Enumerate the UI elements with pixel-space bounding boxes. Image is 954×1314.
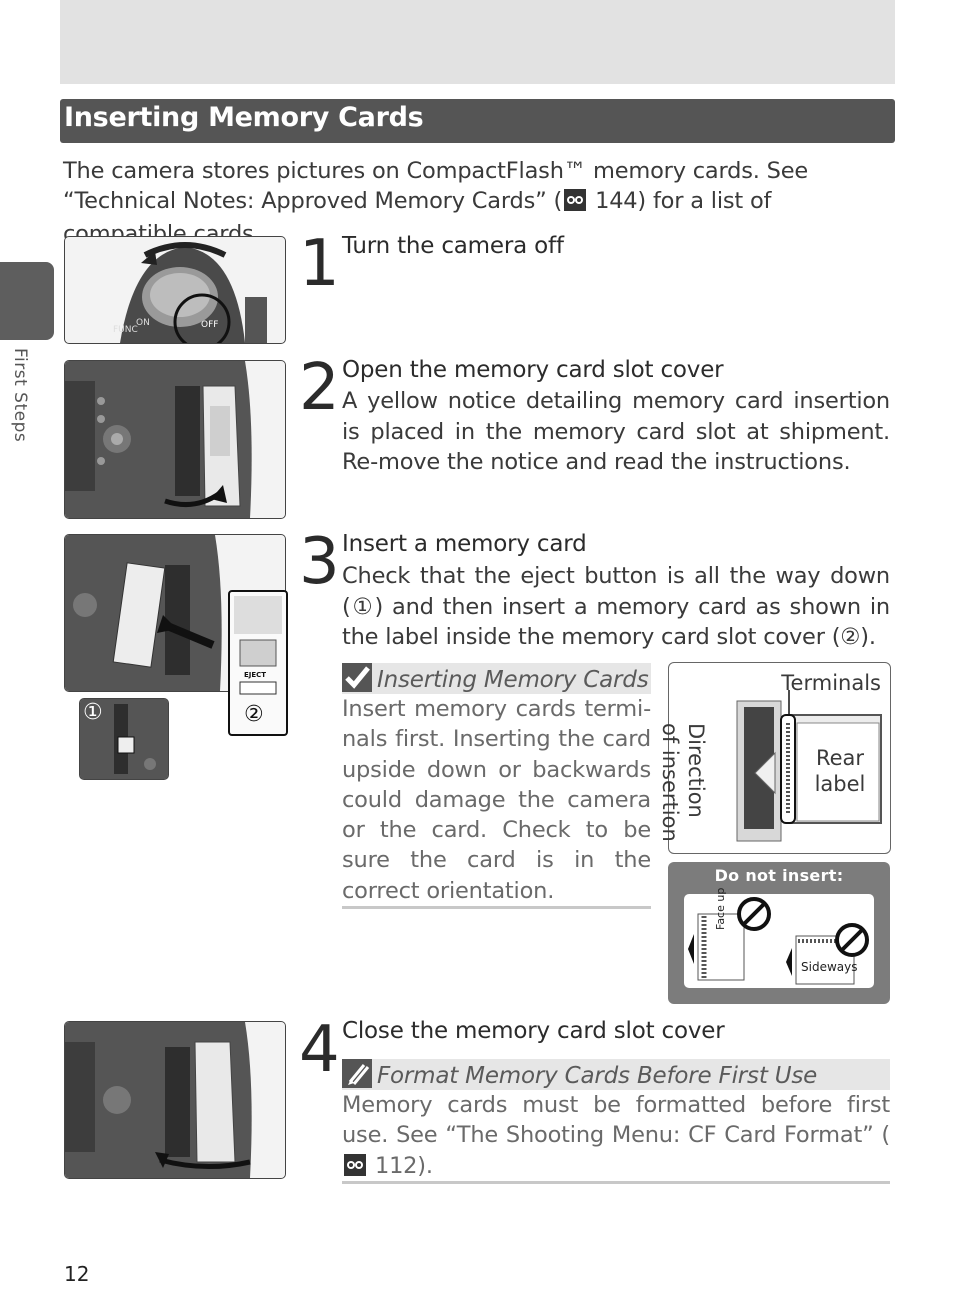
intro-paragraph: The camera stores pictures on CompactFla… (63, 156, 893, 249)
rear-label-text: Rear label (809, 745, 871, 797)
pencil-icon (342, 1059, 372, 1088)
face-up-label: Face up (714, 887, 727, 930)
note-inserting-title: Inserting Memory Cards (377, 667, 649, 693)
marker-1: ① (83, 700, 103, 725)
note-format-text-a: Memory cards must be formatted before fi… (342, 1092, 890, 1149)
note-inserting-header: Inserting Memory Cards (342, 663, 651, 694)
direction-line-2: of insertion (658, 723, 682, 842)
direction-line-1: Direction (684, 723, 708, 818)
rear-line-2: label (814, 772, 866, 796)
header-band (60, 0, 895, 84)
step-3-title: Insert a memory card (342, 531, 587, 557)
rear-line-1: Rear (815, 746, 865, 770)
card-orientation-diagram: Terminals Direction of insertion Rear la… (658, 662, 891, 854)
section-title: Inserting Memory Cards (64, 102, 424, 133)
page-number: 12 (64, 1262, 90, 1286)
sideways-label: Sideways (801, 960, 858, 974)
checkmark-icon (342, 663, 372, 692)
note-format-rule (342, 1181, 890, 1184)
step2-photo (64, 360, 286, 519)
note-format-body: Memory cards must be formatted before fi… (342, 1090, 890, 1184)
note-format-text-b: 112). (368, 1152, 433, 1179)
step-1-number: 1 (299, 227, 340, 301)
eject-button-inset: ① (79, 698, 169, 780)
step-2-number: 2 (299, 351, 340, 425)
step-4-number: 4 (299, 1013, 340, 1087)
step-3-number: 3 (299, 525, 340, 599)
func-label: FUNC (113, 325, 138, 335)
page-reference-icon (344, 1153, 366, 1184)
step-1-title: Turn the camera off (342, 233, 564, 259)
step-2-title: Open the memory card slot cover (342, 357, 724, 383)
do-not-insert-title: Do not insert: (714, 866, 844, 885)
chapter-tab (0, 262, 54, 340)
step-2-body: A yellow notice detailing memory card in… (342, 388, 890, 475)
section-title-bar: Inserting Memory Cards (60, 99, 895, 143)
note-format-header: Format Memory Cards Before First Use (342, 1059, 890, 1090)
step-4-title: Close the memory card slot cover (342, 1018, 725, 1044)
do-not-insert-panel: Face up Sideways (684, 888, 874, 988)
note-inserting-body: Insert memory cards termi-nals first. In… (342, 696, 651, 904)
terminals-label: Terminals (781, 671, 881, 695)
intro-text-a: The camera stores pictures on CompactFla… (63, 158, 809, 214)
slot-label-inset: EJECT ② (228, 590, 288, 736)
eject-label: EJECT (244, 671, 266, 679)
do-not-insert-box: Do not insert: Face up Sideways (668, 862, 890, 1004)
step-3-body: Check that the eject button is all the w… (342, 563, 890, 650)
note-format-title: Format Memory Cards Before First Use (377, 1063, 818, 1089)
page-reference-icon (564, 189, 587, 219)
step1-photo: FUNC ON OFF (64, 236, 286, 344)
note-inserting-rule (342, 906, 651, 909)
off-label: OFF (201, 320, 218, 330)
chapter-tab-label: First Steps (10, 348, 30, 443)
step4-photo (64, 1021, 286, 1179)
on-label: ON (136, 318, 150, 328)
marker-2: ② (244, 702, 264, 727)
